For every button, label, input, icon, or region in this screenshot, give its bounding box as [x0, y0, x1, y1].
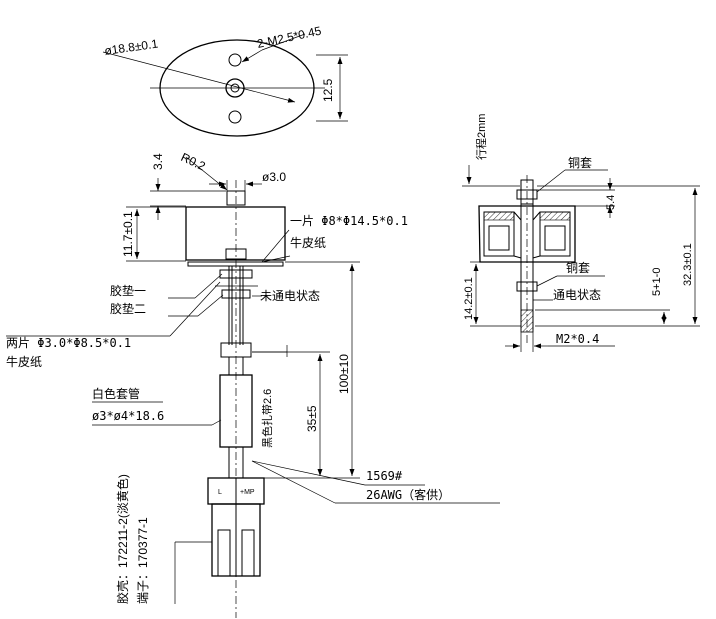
connector-slot-right — [241, 529, 255, 577]
body-height-label: 11.7±0.1 — [121, 211, 135, 257]
dim-5-4-label: 5.4 — [605, 195, 617, 210]
white-sleeve — [219, 374, 253, 448]
len-100-label: 100±10 — [337, 354, 351, 394]
section-body-outline — [478, 205, 576, 263]
dim-5-label: 5+1-0 — [651, 268, 663, 296]
washer2-leader — [169, 281, 221, 337]
gasket-two — [221, 289, 251, 299]
radius-label: R0.2 — [179, 150, 208, 174]
section-copper-bottom — [516, 281, 538, 292]
top-view-thread-leader-tail — [261, 33, 306, 51]
sleeve-label: 白色套管 — [92, 386, 140, 401]
top-view-hole-lower — [228, 110, 242, 124]
section-coil-left-top-hatch — [483, 211, 515, 221]
top-view: ø18.8±0.1 2-M2.5*0.45 12.5 — [102, 24, 348, 137]
shaft-dia-label: ø3.0 — [262, 170, 286, 184]
top-view-center-hole — [225, 78, 245, 98]
top-view-thread-label: 2-M2.5*0.45 — [256, 24, 323, 51]
solenoid-body — [185, 206, 286, 261]
section-pole-right — [532, 211, 541, 259]
state-on-label: 通电状态 — [553, 288, 601, 302]
black-tube-label: 黑色扎带2.6 — [260, 389, 274, 448]
washer-material-label: 牛皮纸 — [290, 235, 326, 250]
sleeve-spec-label: ø3*ø4*18.6 — [92, 409, 164, 423]
connector-pin1-label: L — [218, 489, 222, 496]
stroke-label: 行程2mm — [475, 114, 488, 160]
small-collar — [220, 342, 252, 358]
gasket-one — [219, 269, 253, 279]
connector-pin2-label: +MP — [240, 489, 255, 496]
top-view-hole-upper — [228, 53, 242, 67]
washer-spec-label: 一片 Φ8*Φ14.5*0.1 — [290, 214, 408, 228]
top-view-center-hole-inner — [230, 83, 240, 93]
dim-3-4-label: 3.4 — [151, 153, 165, 170]
gasket-one-leader — [194, 273, 223, 299]
wire-awg-leader — [251, 460, 336, 504]
terminal-label: 端子：170377-1 — [136, 517, 150, 604]
washer-material-leader — [261, 255, 291, 263]
top-view-diameter-leader — [102, 51, 296, 103]
gasket-two-leader — [197, 294, 224, 317]
top-view-diameter-label: ø18.8±0.1 — [103, 37, 159, 58]
wire-code-label: 1569# — [366, 469, 403, 483]
sleeve-leader — [211, 419, 222, 426]
section-view: 行程2mm 铜套 5.4 32.3±0.1 铜套 通电状态 14.2±0.1 5… — [462, 114, 700, 352]
wire-leader — [251, 460, 366, 486]
top-view-height-label: 12.5 — [321, 78, 335, 102]
washer2-material-label: 牛皮纸 — [6, 354, 42, 369]
copper-bottom-leader — [536, 275, 558, 287]
copper-bottom-label: 铜套 — [566, 260, 590, 275]
section-coil-right-top-hatch — [539, 211, 571, 221]
section-shaft-top — [520, 179, 534, 205]
side-view: L +MP 3.4 R0.2 ø3.0 11.7±0.1 一片 Φ8*Φ14.5… — [6, 150, 500, 618]
total-height-label: 32.3±0.1 — [682, 243, 694, 286]
top-view-thread-leader — [241, 49, 263, 63]
section-winding-left — [488, 225, 510, 251]
gasket-one-label: 胶垫一 — [110, 283, 146, 298]
section-copper-top — [516, 189, 538, 200]
housing-label: 胶壳：172211-2(淡黄色) — [115, 474, 130, 604]
shaft-collar — [225, 248, 247, 260]
washer2-spec-label: 两片 Φ3.0*Φ8.5*0.1 — [6, 336, 131, 350]
connector-slot-left — [217, 529, 231, 577]
section-pole-left — [513, 211, 522, 259]
gasket-two-label: 胶垫二 — [110, 301, 146, 316]
len-35-label: 35±5 — [305, 405, 319, 432]
washer-paper — [187, 261, 284, 267]
dim-14-2-label: 14.2±0.1 — [463, 277, 475, 320]
state-off-label: 未通电状态 — [260, 289, 320, 303]
section-thread — [520, 309, 534, 333]
washer-leader — [261, 229, 290, 263]
copper-top-label: 铜套 — [568, 155, 592, 170]
section-winding-right — [544, 225, 566, 251]
copper-top-leader — [536, 169, 566, 193]
wire-spec-label: 26AWG（客供） — [366, 487, 450, 502]
thread-spec-label: M2*0.4 — [556, 332, 599, 346]
